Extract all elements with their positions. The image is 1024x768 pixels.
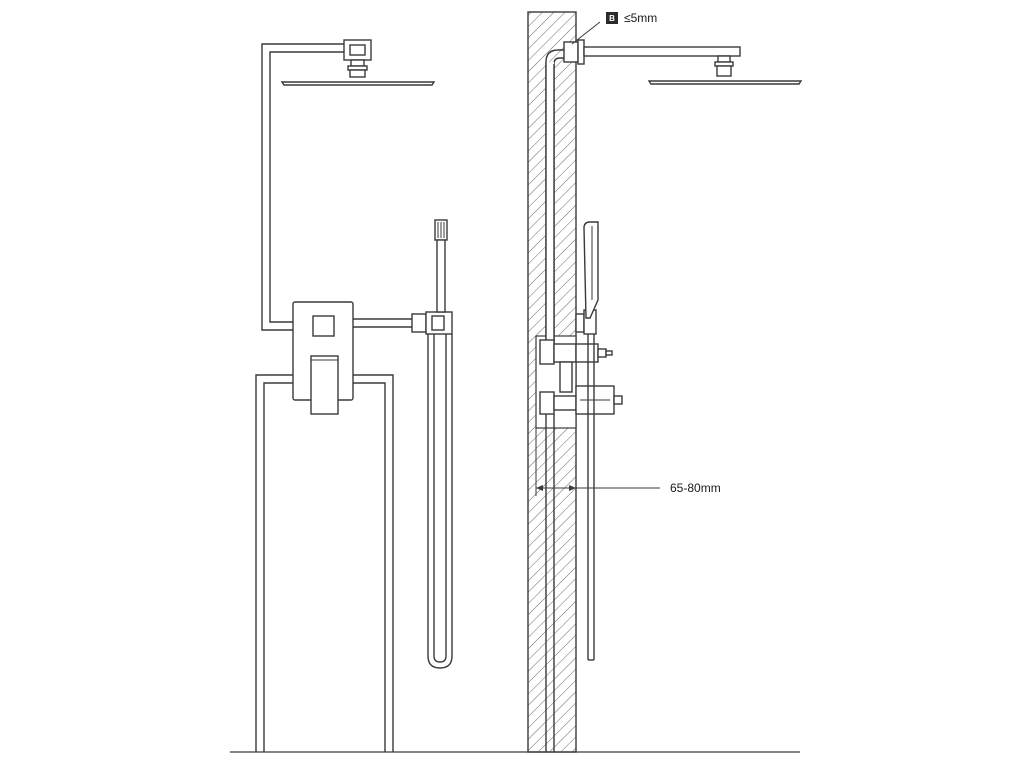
side-rain-shower-head <box>647 55 803 85</box>
front-outlet-pipe <box>353 318 412 328</box>
front-hand-shower <box>434 219 448 313</box>
clearance-callout: B ≤5mm <box>571 11 657 45</box>
front-view <box>255 39 453 752</box>
side-valve-body <box>539 339 577 415</box>
side-mixer-handle <box>575 385 623 415</box>
side-hose <box>587 334 595 661</box>
front-supply-pipe <box>261 43 344 331</box>
side-shower-arm <box>563 39 741 65</box>
front-inlet-pipes <box>255 374 394 752</box>
front-rain-shower-head <box>280 39 436 86</box>
front-hose <box>427 334 453 669</box>
side-hand-shower <box>583 221 599 319</box>
clearance-badge-text: B <box>609 14 615 23</box>
side-view: B ≤5mm <box>527 11 803 753</box>
side-inlet-pipe <box>545 414 555 752</box>
depth-dimension: 65-80mm <box>535 428 721 496</box>
front-hand-shower-holder <box>411 311 453 335</box>
side-riser-pipe <box>545 49 576 352</box>
side-diverter-outlet <box>575 343 613 363</box>
front-mixer-valve <box>292 301 354 415</box>
depth-label: 65-80mm <box>670 481 721 495</box>
clearance-badge <box>606 12 618 24</box>
clearance-label: ≤5mm <box>624 11 657 25</box>
